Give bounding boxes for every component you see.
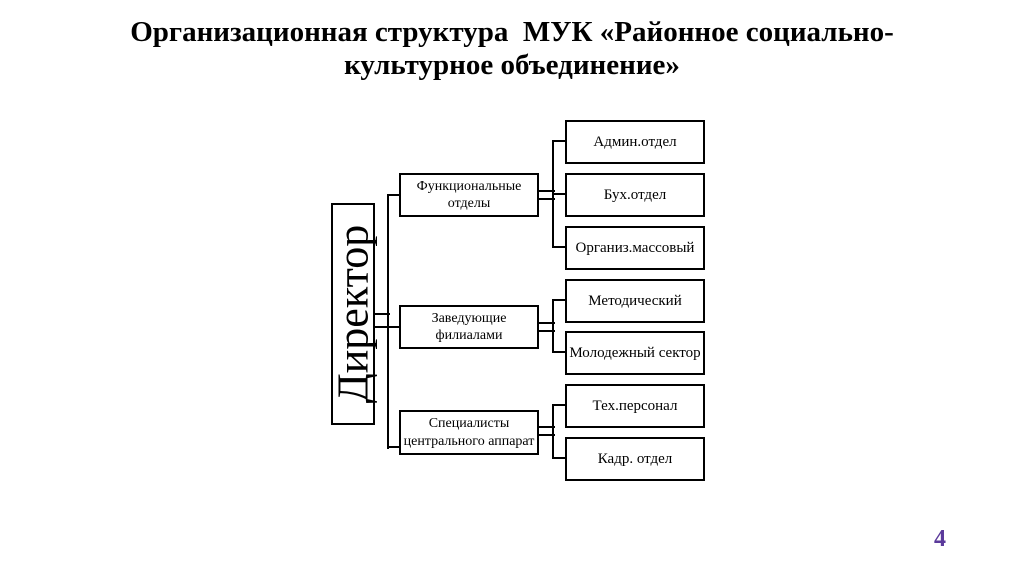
org-box-group-central-specialists: Специалисты центрального аппарат (399, 410, 539, 455)
connector-g3-stub-tech-staff (552, 404, 567, 406)
org-box-group-functional: Функциональные отделы (399, 173, 539, 217)
org-box-director: Директор (328, 203, 378, 425)
org-box-leaf-admin-label: Админ.отдел (593, 133, 677, 150)
org-box-leaf-youth-sector: Молодежный сектор (565, 331, 705, 375)
connector-g3-stub-hr (552, 457, 567, 459)
org-box-leaf-tech-staff: Тех.персонал (565, 384, 705, 428)
org-box-leaf-youth-sector-label: Молодежный сектор (569, 344, 701, 361)
connector-g1-stub-admin (552, 140, 567, 142)
connector-director-rung-top (373, 313, 390, 315)
connector-g2-trunk (552, 299, 554, 353)
org-box-leaf-methodical-label: Методический (588, 292, 682, 309)
page-number: 4 (934, 526, 946, 552)
connector-g2-double-bottom (537, 330, 555, 332)
org-box-leaf-hr: Кадр. отдел (565, 437, 705, 481)
org-box-leaf-methodical: Методический (565, 279, 705, 323)
org-box-leaf-tech-staff-label: Тех.персонал (592, 397, 678, 414)
slide-title: Организационная структура МУК «Районное … (0, 16, 1024, 83)
connector-g1-double-bottom (537, 198, 555, 200)
connector-g2-stub-methodical (552, 299, 567, 301)
connector-g2-stub-youth-sector (552, 351, 567, 353)
org-box-leaf-admin: Админ.отдел (565, 120, 705, 164)
connector-main-trunk (387, 194, 389, 449)
org-box-group-branch-managers: Заведующие филиалами (399, 305, 539, 349)
connector-g3-double-top (537, 426, 555, 428)
org-box-leaf-mass-events: Организ.массовый (565, 226, 705, 270)
org-box-group-central-specialists-label: Специалисты центрального аппарат (403, 416, 535, 449)
connector-g2-double-top (537, 322, 555, 324)
connector-g1-double-top (537, 190, 555, 192)
connector-g3-double-bottom (537, 434, 555, 436)
connector-g1-stub-mass-events (552, 246, 567, 248)
org-box-leaf-mass-events-label: Организ.массовый (575, 239, 695, 256)
org-box-group-branch-managers-label: Заведующие филиалами (431, 310, 507, 344)
connector-stub-central-specialists (387, 446, 401, 448)
org-box-leaf-accounting: Бух.отдел (565, 173, 705, 217)
slide-title-line1: Организационная структура МУК «Районное … (130, 16, 894, 48)
org-box-leaf-hr-label: Кадр. отдел (597, 450, 673, 467)
org-box-leaf-accounting-label: Бух.отдел (603, 186, 667, 203)
connector-g1-stub-accounting (552, 193, 567, 195)
slide-title-line2: культурное объединение» (344, 49, 680, 82)
connector-g3-trunk (552, 404, 554, 459)
connector-stub-functional (387, 194, 401, 196)
org-box-director-label: Директор (328, 224, 378, 404)
org-box-group-functional-label: Функциональные отделы (416, 178, 522, 212)
